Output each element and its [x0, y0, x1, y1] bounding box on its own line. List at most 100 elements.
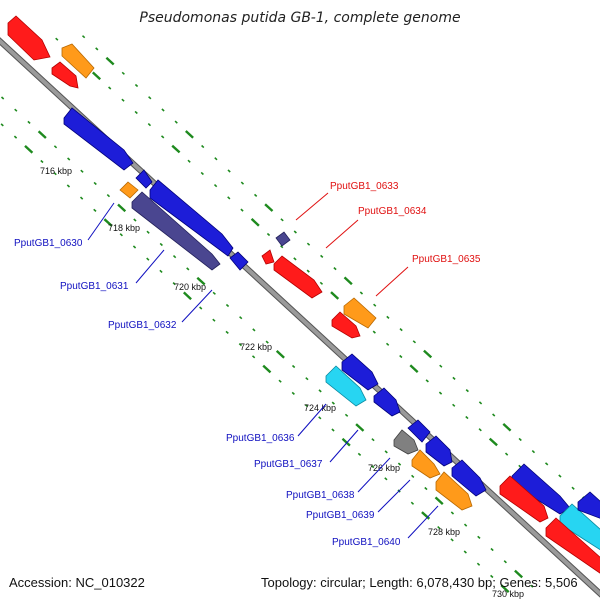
major-tick [355, 423, 365, 432]
minor-tick [492, 413, 496, 417]
gene-arrow[interactable] [577, 491, 600, 522]
major-tick [91, 71, 102, 81]
gene-arrow[interactable] [119, 181, 139, 199]
minor-tick [304, 404, 309, 408]
genome-backbone [0, 37, 600, 598]
gene-arrow[interactable] [51, 61, 79, 89]
minor-tick [503, 560, 507, 564]
minor-tick [146, 230, 150, 234]
minor-tick [450, 511, 455, 515]
minor-tick [148, 96, 152, 100]
major-tick [502, 423, 512, 432]
gene-label[interactable]: PputGB1_0640 [332, 537, 401, 548]
gene-arrow[interactable] [275, 231, 291, 247]
minor-tick [397, 462, 402, 466]
gene-arrow[interactable] [331, 311, 361, 339]
minor-tick [225, 330, 229, 335]
minor-tick [240, 181, 245, 185]
major-tick [488, 437, 498, 447]
minor-tick [344, 413, 349, 417]
minor-tick [14, 108, 18, 112]
scale-labels: 716 kbp 718 kbp 720 kbp 722 kbp 724 kbp … [40, 166, 524, 599]
gene-label[interactable]: PputGB1_0639 [306, 510, 375, 521]
tick-label: 726 kbp [368, 463, 400, 473]
minor-tick [291, 364, 296, 369]
tick-label: 716 kbp [40, 166, 72, 176]
minor-tick [238, 343, 243, 347]
gene-arrow[interactable] [229, 251, 249, 271]
minor-tick [465, 415, 469, 420]
map-title: Pseudomonas putida GB-1, complete genome [139, 10, 460, 26]
gene-label[interactable]: PputGB1_0633 [330, 181, 399, 192]
gene-label[interactable]: PputGB1_0638 [286, 490, 355, 501]
minor-tick [186, 267, 190, 271]
gene-arrow[interactable] [135, 169, 153, 189]
gene-arrow[interactable] [393, 429, 419, 455]
gene-arrow[interactable] [411, 449, 441, 479]
minor-tick [134, 83, 139, 88]
gene-label[interactable]: PputGB1_0631 [60, 281, 129, 292]
gene-arrow[interactable] [149, 179, 234, 257]
tick-label: 728 kbp [428, 527, 460, 537]
minor-tick [452, 376, 456, 380]
gene-arrow[interactable] [325, 365, 367, 407]
minor-tick [161, 108, 165, 112]
minor-tick [293, 257, 297, 261]
minor-tick [320, 254, 324, 258]
major-tick [421, 511, 431, 520]
gene-arrow[interactable] [341, 353, 379, 391]
major-tick [341, 437, 351, 447]
minor-tick [81, 35, 86, 39]
major-tick [275, 350, 285, 359]
label-leaders [87, 192, 439, 539]
minor-tick [159, 242, 163, 247]
gene-arrow[interactable] [425, 435, 453, 467]
minor-tick [213, 184, 218, 188]
gene-arrow[interactable] [343, 297, 377, 329]
minor-tick [305, 377, 309, 381]
gene-arrow[interactable] [373, 387, 401, 417]
gene-arrow[interactable] [261, 249, 275, 265]
minor-tick [399, 354, 403, 359]
minor-tick [134, 110, 138, 115]
gene-arrow[interactable] [131, 191, 221, 271]
minor-tick [518, 437, 522, 442]
minor-tick [438, 391, 443, 395]
minor-tick [27, 120, 31, 124]
gene-label[interactable]: PputGB1_0634 [358, 206, 427, 217]
gene-label[interactable]: PputGB1_0637 [254, 459, 323, 470]
minor-tick [437, 526, 441, 530]
gene-arrow[interactable] [499, 475, 549, 523]
gene-label[interactable]: PputGB1_0632 [108, 320, 177, 331]
gene-arrow[interactable] [545, 517, 600, 580]
minor-tick [490, 547, 494, 552]
minor-tick [212, 318, 216, 322]
minor-tick [530, 584, 534, 588]
minor-tick [13, 135, 18, 139]
minor-tick [227, 169, 231, 173]
minor-tick [121, 71, 125, 75]
minor-tick [478, 428, 482, 432]
minor-tick [251, 355, 256, 359]
gene-arrow[interactable] [63, 107, 134, 171]
gene-label[interactable]: PputGB1_0630 [14, 238, 83, 249]
minor-tick [146, 257, 150, 261]
minor-tick [252, 328, 256, 332]
minor-tick [214, 157, 218, 161]
gene-arrow[interactable] [451, 459, 487, 497]
minor-tick [159, 269, 163, 273]
major-tick [196, 276, 206, 286]
minor-tick [450, 538, 454, 542]
gene-arrow[interactable] [61, 43, 95, 79]
major-tick [330, 291, 340, 300]
minor-tick [477, 535, 481, 539]
minor-tick [372, 330, 376, 334]
gene-arrow[interactable] [435, 471, 473, 511]
gene-label[interactable]: PputGB1_0635 [412, 254, 481, 265]
gene-arrow[interactable] [7, 15, 51, 61]
gene-arrow[interactable] [407, 419, 431, 443]
minor-tick [55, 37, 59, 41]
gene-arrow[interactable] [273, 255, 323, 299]
gene-label[interactable]: PputGB1_0636 [226, 433, 295, 444]
